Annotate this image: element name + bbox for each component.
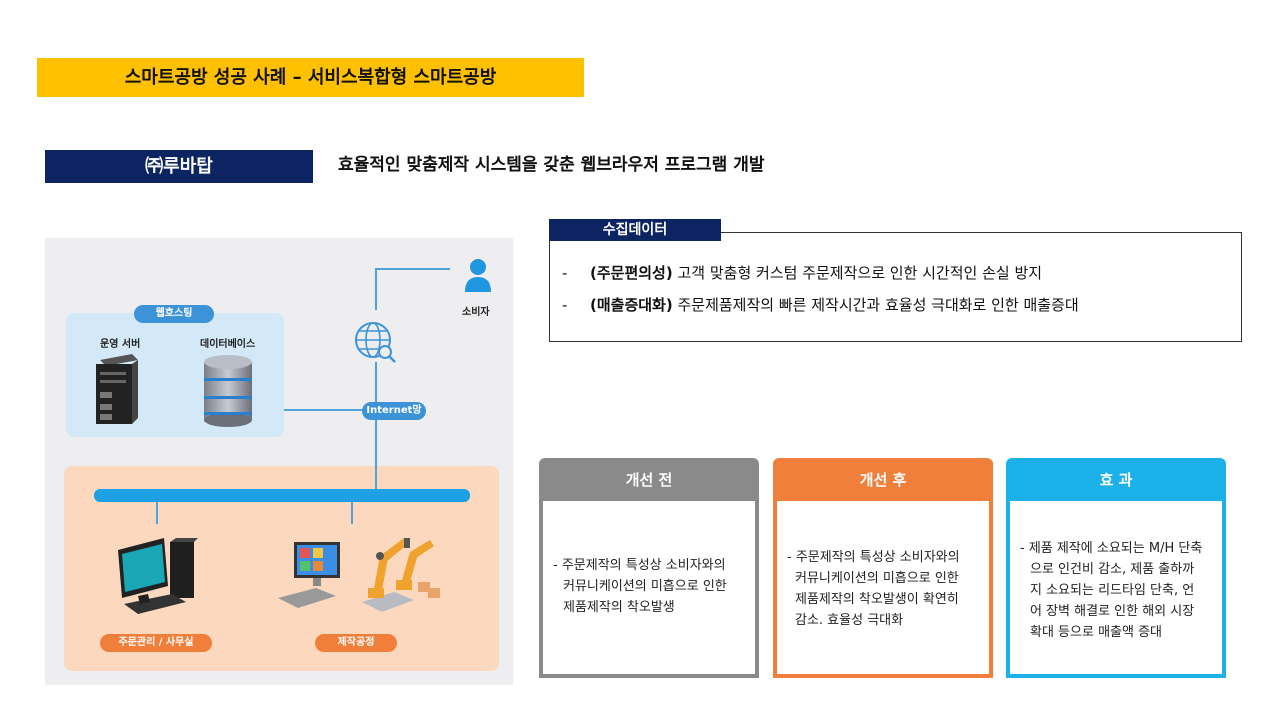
factory-pill: 제작공정: [315, 634, 397, 652]
after-card: 개선 후 - 주문제작의 특성상 소비자와의 커뮤니케이션의 미흡으로 인한 제…: [773, 458, 993, 678]
item-dash: -: [562, 296, 568, 314]
internet-pill: Internet망: [362, 402, 426, 420]
connector-line: [375, 362, 377, 490]
server-label: 운영 서버: [100, 339, 141, 350]
card-line: 커뮤니케이션의 미흡으로 인한: [563, 579, 727, 594]
card-line: 커뮤니케이션의 미흡으로 인한: [795, 571, 959, 586]
connector-line: [375, 268, 377, 310]
page-subtitle: 효율적인 맞춤제작 시스템을 갖춘 웹브라우저 프로그램 개발: [338, 155, 765, 175]
office-pill: 주문관리 / 사무실: [100, 634, 212, 652]
card-line: - 제품 제작에 소요되는 M/H 단축: [1020, 541, 1203, 556]
collected-data-box: [549, 232, 1242, 342]
database-label: 데이터베이스: [200, 339, 256, 350]
consumer-label: 소비자: [462, 307, 490, 318]
collected-data-item: - (주문편의성) 고객 맞춤형 커스텀 주문제작으로 인한 시간적인 손실 방지: [562, 262, 1042, 284]
desktop-computer-icon: [118, 538, 198, 614]
database-icon: [204, 355, 252, 427]
robot-arm-icon: [362, 538, 440, 612]
item-text: 주문제품제작의 빠른 제작시간과 효율성 극대화로 인한 매출증대: [672, 296, 1079, 314]
collected-data-label: 수집데이터: [602, 222, 668, 238]
collected-data-tab: 수집데이터: [549, 219, 721, 241]
before-card-header: 개선 전: [541, 460, 757, 501]
collected-data-item: - (매출증대화) 주문제품제작의 빠른 제작시간과 효율성 극대화로 인한 매출…: [562, 294, 1079, 316]
globe-search-icon: [355, 322, 396, 363]
effect-card: 효 과 - 제품 제작에 소요되는 M/H 단축 으로 인건비 감소, 제품 출…: [1006, 458, 1226, 678]
before-card-body: - 주문제작의 특성상 소비자와의 커뮤니케이션의 미흡으로 인한 제품제작의 …: [543, 501, 755, 674]
company-name: ㈜루바탑: [145, 156, 213, 177]
connector-line: [156, 502, 158, 524]
card-line: - 주문제작의 특성상 소비자와의: [553, 558, 726, 573]
user-icon: [465, 259, 491, 292]
after-card-header: 개선 후: [775, 460, 991, 501]
company-label: ㈜루바탑: [45, 150, 313, 183]
after-card-body: - 주문제작의 특성상 소비자와의 커뮤니케이션의 미흡으로 인한 제품제작의 …: [777, 501, 989, 674]
connector-line: [375, 268, 450, 270]
item-dash: -: [562, 264, 568, 282]
item-text: 고객 맞춤형 커스텀 주문제작으로 인한 시간적인 손실 방지: [672, 264, 1043, 282]
card-line: - 주문제작의 특성상 소비자와의: [787, 550, 960, 565]
card-line: 지 소요되는 리드타임 단축, 언: [1030, 583, 1195, 598]
title-banner: 스마트공방 성공 사례 – 서비스복합형 스마트공방: [37, 58, 584, 97]
card-line: 감소. 효율성 극대화: [795, 613, 904, 628]
page-title: 스마트공방 성공 사례 – 서비스복합형 스마트공방: [124, 67, 497, 88]
item-keyword: (주문편의성): [590, 264, 673, 282]
web-hosting-pill: 웹호스팅: [134, 305, 214, 323]
item-keyword: (매출증대화): [590, 296, 673, 314]
card-line: 어 장벽 해결로 인한 해외 시장: [1030, 604, 1195, 619]
effect-card-body: - 제품 제작에 소요되는 M/H 단축 으로 인건비 감소, 제품 출하까 지…: [1010, 501, 1222, 674]
workstation-icon: [278, 542, 340, 608]
card-line: 제품제작의 착오발생: [563, 600, 675, 615]
connector-line: [284, 409, 364, 411]
card-line: 제품제작의 착오발생이 확연히: [795, 592, 959, 607]
connector-line: [351, 502, 353, 524]
before-card: 개선 전 - 주문제작의 특성상 소비자와의 커뮤니케이션의 미흡으로 인한 제…: [539, 458, 759, 678]
effect-card-header: 효 과: [1008, 460, 1224, 501]
card-line: 으로 인건비 감소, 제품 출하까: [1030, 562, 1195, 577]
network-bus: [94, 489, 470, 502]
card-line: 확대 등으로 매출액 증대: [1030, 625, 1162, 640]
server-icon: [96, 354, 138, 424]
